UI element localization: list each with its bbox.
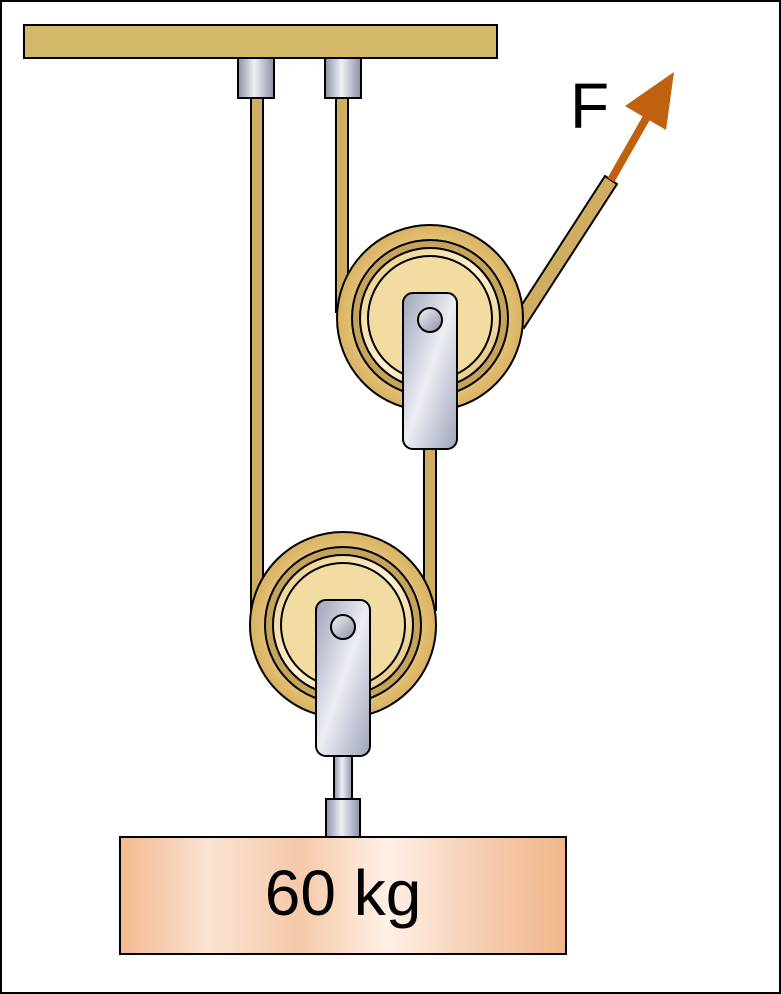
upper-pulley-bracket <box>402 292 458 450</box>
lower-pulley <box>249 531 437 757</box>
ceiling-beam <box>23 24 498 59</box>
upper-pulley-axle <box>417 307 443 333</box>
upper-pulley <box>336 224 524 450</box>
rope-left-segment <box>250 97 264 614</box>
weight-mount <box>325 798 361 838</box>
right-ceiling-mount <box>324 57 362 99</box>
weight-block <box>119 836 567 955</box>
force-arrow <box>607 72 674 182</box>
force-label: F <box>570 70 609 142</box>
left-ceiling-mount <box>237 57 275 99</box>
mass-label: 60 kg <box>265 857 422 929</box>
rope-pull-segment <box>510 174 619 330</box>
hanger-rod <box>333 755 353 801</box>
lower-pulley-axle <box>330 614 356 640</box>
